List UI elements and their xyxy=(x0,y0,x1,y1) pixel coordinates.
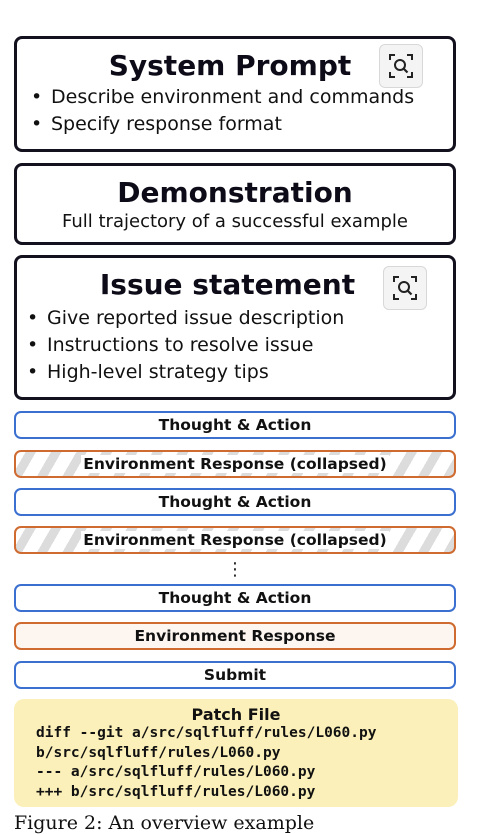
patch-line: b/src/sqlfluff/rules/L060.py xyxy=(36,744,281,761)
step-label: Thought & Action xyxy=(158,416,312,434)
submit-step: Submit xyxy=(14,661,456,689)
step-label: Thought & Action xyxy=(158,493,312,511)
system-prompt-bullet: Specify response format xyxy=(29,111,453,138)
step-label: Environment Response xyxy=(134,627,336,645)
thought-action-step: Thought & Action xyxy=(14,488,456,516)
demonstration-box: Demonstration Full trajectory of a succe… xyxy=(14,163,456,245)
zoom-button[interactable] xyxy=(379,44,423,88)
step-label: Submit xyxy=(203,666,267,684)
issue-bullet: Instructions to resolve issue xyxy=(25,332,453,359)
issue-bullet: Give reported issue description xyxy=(25,305,453,332)
zoom-button[interactable] xyxy=(383,266,427,310)
issue-statement-title: Issue statement xyxy=(99,268,356,301)
step-label: Thought & Action xyxy=(158,589,312,607)
step-label: Environment Response (collapsed) xyxy=(81,455,389,473)
thought-action-step: Thought & Action xyxy=(14,584,456,612)
demonstration-subtitle: Full trajectory of a successful example xyxy=(62,211,408,232)
issue-bullet: High-level strategy tips xyxy=(25,359,453,386)
step-label: Environment Response (collapsed) xyxy=(81,531,389,549)
env-response-collapsed-step: Environment Response (collapsed) xyxy=(14,450,456,478)
zoom-magnifier-icon xyxy=(393,276,417,300)
patch-line: diff --git a/src/sqlfluff/rules/L060.py xyxy=(36,725,377,741)
system-prompt-box: System Prompt Describe environment and c… xyxy=(14,36,456,152)
demonstration-title: Demonstration xyxy=(117,176,353,209)
system-prompt-title: System Prompt xyxy=(108,49,352,82)
patch-line: +++ b/src/sqlfluff/rules/L060.py xyxy=(36,783,316,800)
issue-statement-box: Issue statement Give reported issue desc… xyxy=(14,255,456,400)
ellipsis-vertical: ⋮ xyxy=(226,559,244,580)
env-response-step: Environment Response xyxy=(14,622,456,650)
system-prompt-bullet: Describe environment and commands xyxy=(29,84,453,111)
thought-action-step: Thought & Action xyxy=(14,411,456,439)
patch-file-box: Patch File diff --git a/src/sqlfluff/rul… xyxy=(14,699,458,807)
zoom-magnifier-icon xyxy=(389,54,413,78)
env-response-collapsed-step: Environment Response (collapsed) xyxy=(14,526,456,554)
figure-caption: Figure 2: An overview example xyxy=(14,812,315,834)
patch-line: --- a/src/sqlfluff/rules/L060.py xyxy=(36,764,316,780)
patch-file-title: Patch File xyxy=(191,705,281,724)
